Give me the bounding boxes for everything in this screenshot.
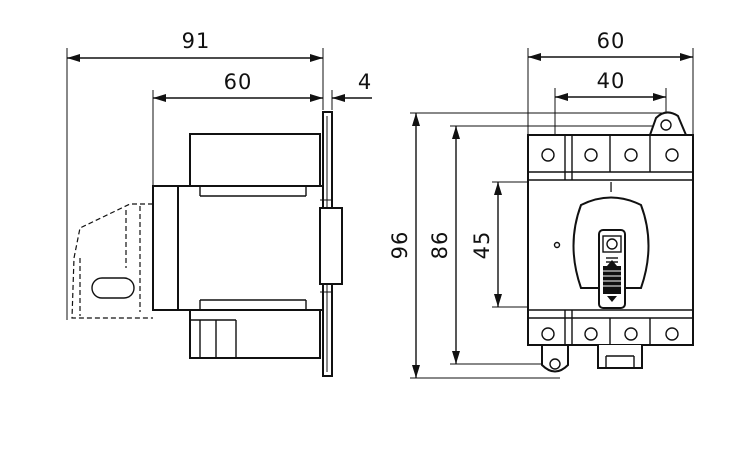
arrowhead xyxy=(67,54,80,62)
arrowhead xyxy=(653,93,666,101)
knob-lock-window xyxy=(602,235,622,253)
terminal-screw xyxy=(665,327,679,341)
knob-grip-ribs xyxy=(603,266,621,294)
shaft-housing xyxy=(319,207,343,285)
arrowhead xyxy=(452,351,460,364)
dim-label-4: 4 xyxy=(358,70,372,94)
arrowhead xyxy=(528,53,541,61)
dim-label-86: 86 xyxy=(428,231,452,260)
switch-body-inner xyxy=(177,185,324,311)
body-top-block xyxy=(189,133,321,187)
arrowhead xyxy=(412,365,420,378)
mounting-ear-top xyxy=(648,111,688,136)
dim-label-45: 45 xyxy=(470,231,494,260)
position-mark-on: I xyxy=(609,181,613,196)
handle-outline-dashed xyxy=(71,203,153,319)
arrowhead xyxy=(680,53,693,61)
terminal-screw xyxy=(584,327,598,341)
handle-slot xyxy=(91,277,135,299)
arrowhead xyxy=(555,93,568,101)
terminal-screw xyxy=(584,148,598,162)
arrowhead xyxy=(310,94,323,102)
knob-lock-hole xyxy=(606,238,618,250)
arrowhead xyxy=(494,182,502,195)
mounting-hole-bottom xyxy=(549,358,561,370)
terminal-screw xyxy=(624,148,638,162)
dim-label-96: 96 xyxy=(388,231,412,260)
front-view: 60 40 96 86 45 xyxy=(388,29,694,379)
arrowhead xyxy=(494,294,502,307)
arrowhead xyxy=(332,94,345,102)
dim-label-60-side: 60 xyxy=(224,70,253,94)
body-bottom-block xyxy=(189,309,321,359)
knob-grip xyxy=(603,266,621,294)
terminal-screw xyxy=(665,148,679,162)
dim-label-40: 40 xyxy=(597,69,626,93)
arrowhead xyxy=(310,54,323,62)
terminal-screw xyxy=(541,148,555,162)
arrowhead xyxy=(452,126,460,139)
arrowhead xyxy=(153,94,166,102)
knob-arrow-up xyxy=(607,260,617,266)
mounting-hole-top xyxy=(660,119,672,131)
terminal-screw xyxy=(541,327,555,341)
dim-label-91: 91 xyxy=(182,29,211,53)
dim-label-60-front: 60 xyxy=(597,29,626,53)
terminal-screw xyxy=(624,327,638,341)
mounting-ear-bottom xyxy=(541,344,569,373)
knob-arrow-down xyxy=(607,296,617,302)
side-view: 91 60 4 xyxy=(66,29,372,377)
indicator-dot xyxy=(553,241,561,249)
arrowhead xyxy=(412,113,420,126)
